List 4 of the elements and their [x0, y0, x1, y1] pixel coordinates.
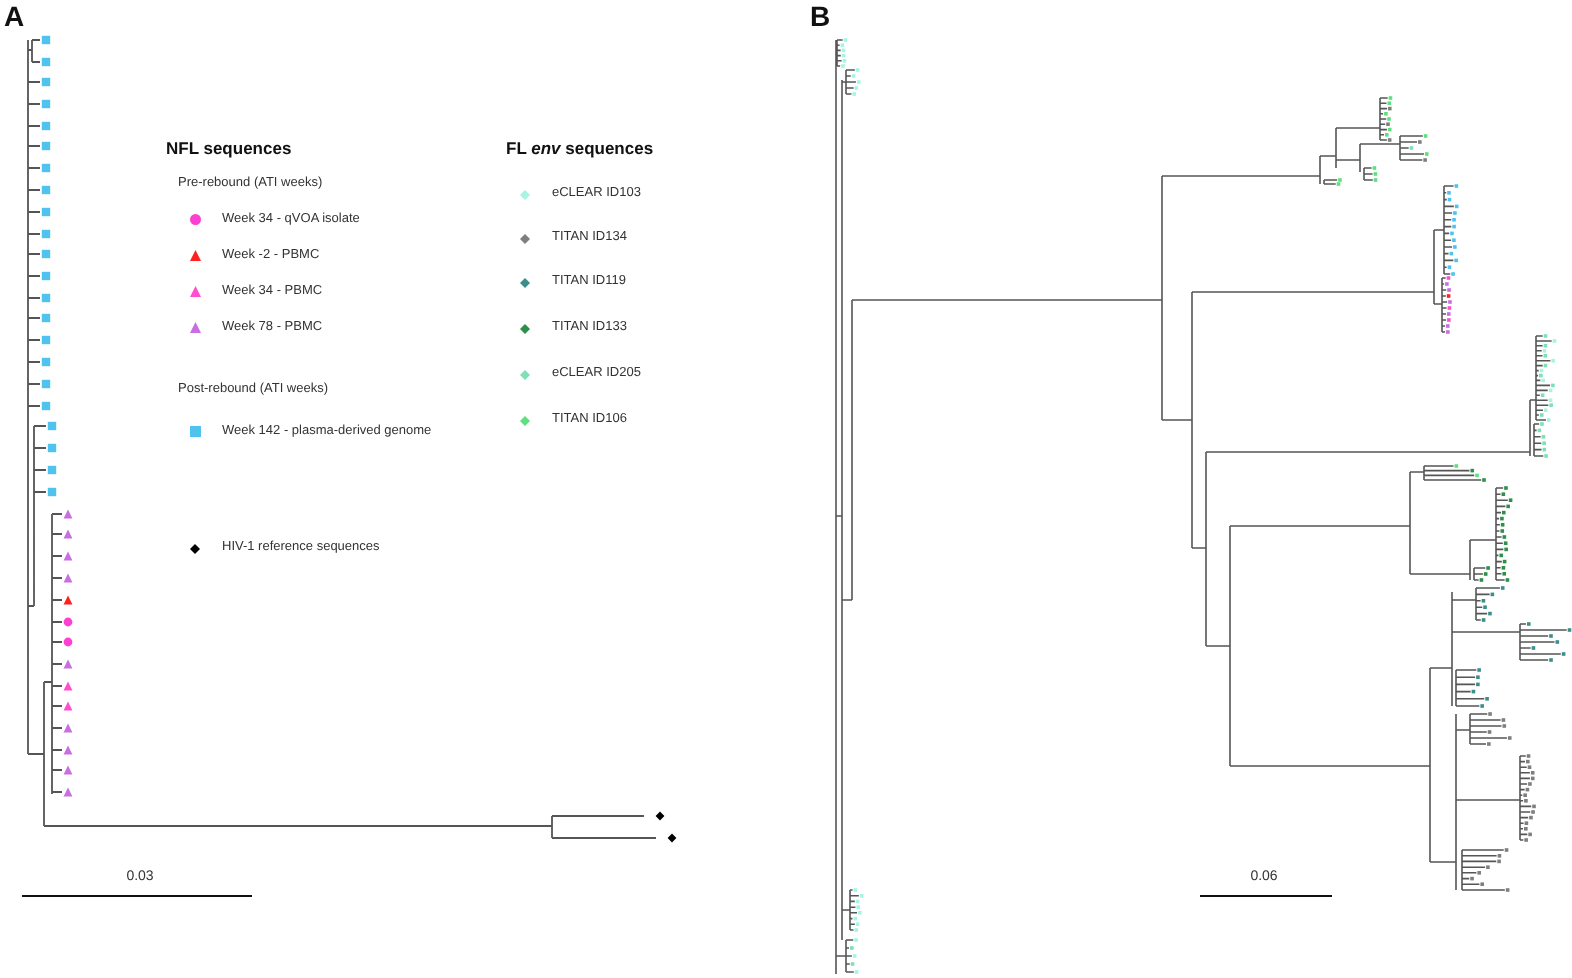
panel-label: B	[810, 0, 831, 33]
legend-heading: FL env sequences	[506, 140, 654, 160]
panel-label: A	[4, 0, 25, 33]
legend-heading: NFL sequences	[166, 140, 292, 160]
